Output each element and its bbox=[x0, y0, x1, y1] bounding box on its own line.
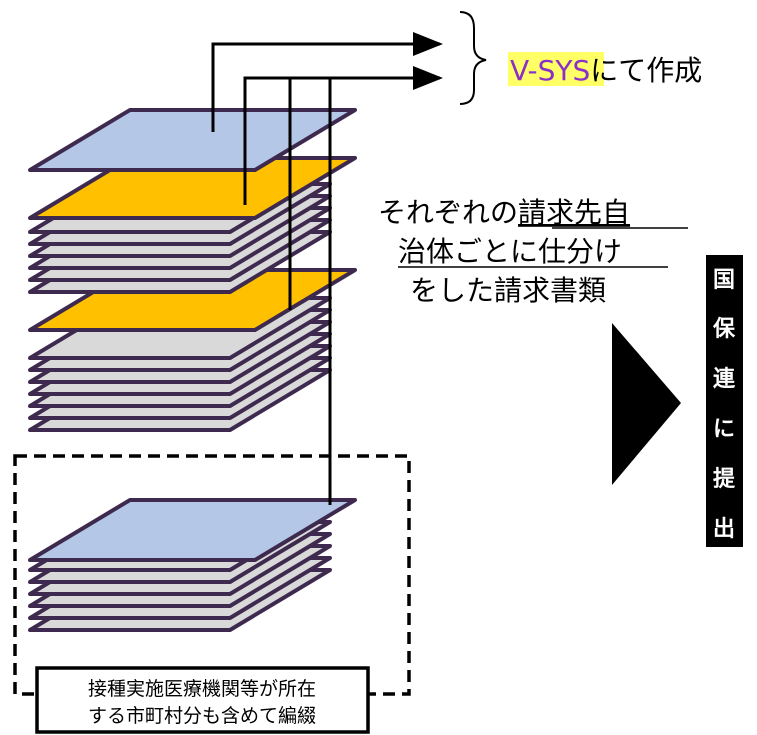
vsys-suffix: にて作成 bbox=[590, 54, 702, 87]
connectors bbox=[211, 32, 443, 505]
connector-arrow-1 bbox=[211, 32, 443, 132]
curly-brace bbox=[459, 11, 487, 105]
side-char: 提 bbox=[713, 466, 736, 492]
stack-1 bbox=[28, 108, 357, 432]
note-line-1: 接種実施医療機関等が所在 bbox=[88, 678, 316, 700]
vsys-highlight bbox=[508, 52, 604, 86]
stack-2 bbox=[28, 498, 357, 632]
side-label-submit: 国 保 連 に 提 出 bbox=[706, 255, 743, 547]
sorted-line-3: をした請求書類 bbox=[410, 274, 606, 307]
vsys-name: V-SYS bbox=[510, 54, 590, 87]
side-char: 出 bbox=[713, 517, 735, 542]
sheet-orange-1 bbox=[28, 156, 357, 220]
vsys-label: V-SYSにて作成 bbox=[510, 54, 702, 87]
connector-arrow-2 bbox=[243, 66, 443, 205]
triangle-arrow-icon bbox=[612, 323, 681, 485]
note-line-2: する市町村分も含めて編綴 bbox=[88, 705, 316, 727]
sheet-blue-bottom bbox=[28, 498, 357, 562]
side-char: に bbox=[713, 417, 735, 442]
side-char: 保 bbox=[712, 317, 736, 342]
side-char: 国 bbox=[713, 268, 735, 293]
sheet-blue-top bbox=[28, 108, 357, 172]
sorted-line-1: それぞれの請求先自 bbox=[378, 196, 630, 229]
side-char: 連 bbox=[713, 367, 736, 392]
sorted-line-2: 治体ごとに仕分け bbox=[398, 235, 622, 268]
note-box bbox=[35, 666, 370, 734]
